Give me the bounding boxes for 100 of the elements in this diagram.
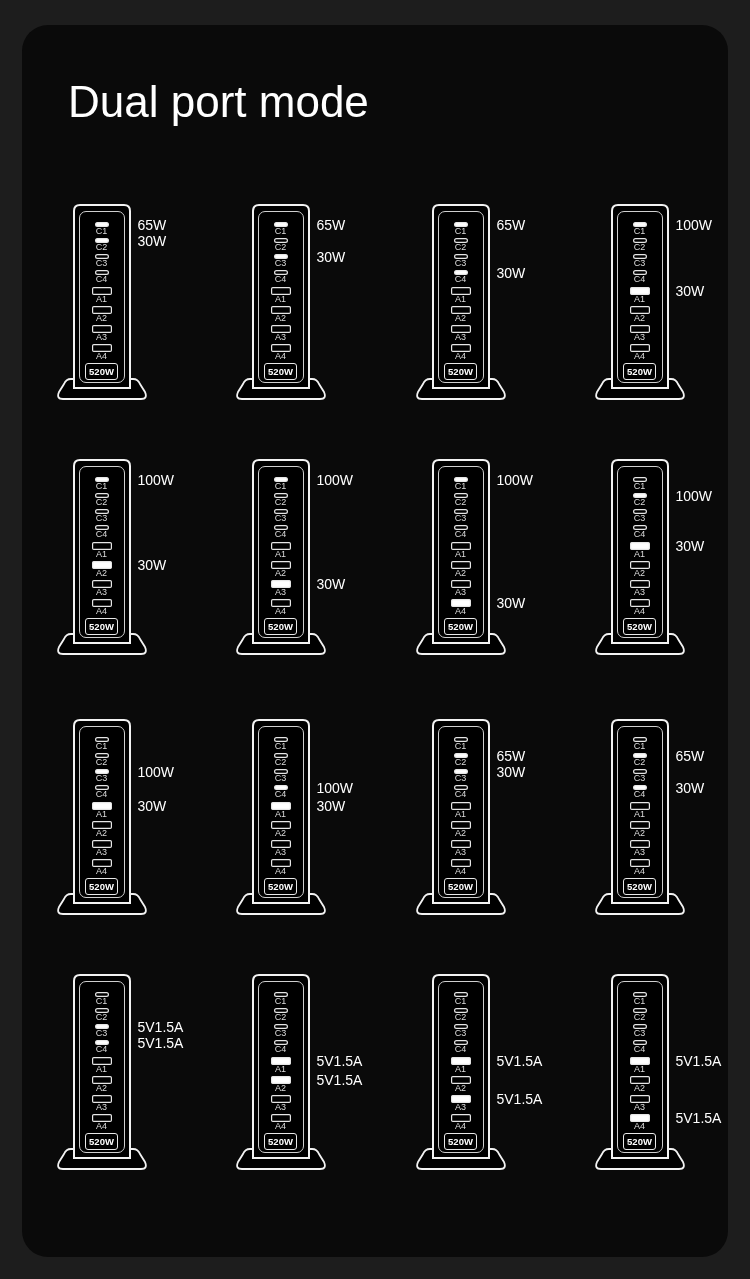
power-rating: 5V1.5A (137, 1018, 184, 1035)
port-label: A4 (95, 866, 108, 876)
port-label: A1 (454, 549, 467, 559)
power-rating: 100W (675, 216, 713, 233)
port-label: C4 (273, 1045, 288, 1054)
power-rating: 30W (675, 537, 705, 554)
power-rating: 65W (675, 747, 705, 764)
power-display: 520W (444, 877, 477, 895)
port-label: C4 (453, 530, 468, 539)
port-label: A4 (274, 606, 287, 616)
power-display: 520W (444, 617, 477, 635)
port-label: A1 (274, 1064, 287, 1074)
port-label: C2 (453, 243, 468, 252)
port-label: C4 (94, 790, 109, 799)
port-label: C1 (94, 227, 109, 236)
power-display: 520W (85, 877, 118, 895)
port-label: A4 (633, 1121, 646, 1131)
power-display: 520W (264, 1132, 297, 1150)
power-rating: 100W (137, 763, 175, 780)
power-rating: 65W (316, 216, 346, 233)
power-display: 520W (264, 362, 297, 380)
power-rating: 30W (496, 763, 526, 780)
port-label: A1 (454, 1064, 467, 1074)
port-label: A1 (95, 809, 108, 819)
port-label: C3 (632, 514, 647, 523)
port-label: C1 (273, 227, 288, 236)
port-label: A2 (454, 568, 467, 578)
port-label: C3 (453, 514, 468, 523)
port-label: C4 (453, 275, 468, 284)
power-rating: 30W (675, 282, 705, 299)
port-label: C1 (273, 482, 288, 491)
port-label: A1 (274, 549, 287, 559)
port-label: A4 (454, 866, 467, 876)
port-label: C3 (632, 774, 647, 783)
power-display: 520W (85, 362, 118, 380)
power-rating: 30W (316, 248, 346, 265)
port-label: A1 (633, 294, 646, 304)
power-rating: 5V1.5A (496, 1090, 543, 1107)
port-label: A2 (454, 313, 467, 323)
port-label: A3 (274, 332, 287, 342)
port-label: C3 (94, 259, 109, 268)
power-display: 520W (264, 877, 297, 895)
port-label: A3 (633, 847, 646, 857)
port-label: A1 (274, 809, 287, 819)
port-label: C1 (273, 997, 288, 1006)
port-label: A1 (274, 294, 287, 304)
port-label: C1 (453, 742, 468, 751)
port-label: C3 (273, 259, 288, 268)
power-display: 520W (623, 1132, 656, 1150)
port-label: C1 (453, 997, 468, 1006)
port-label: C1 (453, 482, 468, 491)
port-label: A2 (274, 1083, 287, 1093)
port-label: A2 (454, 828, 467, 838)
port-label: A1 (95, 1064, 108, 1074)
port-label: A2 (95, 568, 108, 578)
power-rating: 100W (137, 471, 175, 488)
port-label: A1 (95, 549, 108, 559)
power-rating: 5V1.5A (137, 1034, 184, 1051)
port-label: C4 (273, 275, 288, 284)
port-label: C1 (94, 742, 109, 751)
port-label: C4 (632, 790, 647, 799)
port-label: A4 (454, 1121, 467, 1131)
port-label: A3 (633, 332, 646, 342)
port-label: C2 (453, 498, 468, 507)
port-label: C2 (94, 498, 109, 507)
port-label: A4 (633, 606, 646, 616)
port-label: C2 (94, 758, 109, 767)
port-label: A3 (95, 587, 108, 597)
port-label: C4 (453, 790, 468, 799)
port-label: A3 (95, 1102, 108, 1112)
power-rating: 30W (137, 232, 167, 249)
port-label: A3 (454, 847, 467, 857)
port-label: A2 (633, 828, 646, 838)
port-label: A2 (633, 1083, 646, 1093)
power-display: 520W (623, 877, 656, 895)
port-label: C4 (453, 1045, 468, 1054)
power-rating: 100W (316, 471, 354, 488)
port-label: C4 (632, 275, 647, 284)
port-label: A2 (633, 313, 646, 323)
power-rating: 5V1.5A (675, 1109, 722, 1126)
port-label: C1 (94, 997, 109, 1006)
power-rating: 65W (137, 216, 167, 233)
port-label: C4 (273, 790, 288, 799)
port-label: A1 (633, 549, 646, 559)
power-rating: 5V1.5A (675, 1052, 722, 1069)
port-label: A2 (274, 828, 287, 838)
power-rating: 30W (675, 779, 705, 796)
port-label: C3 (94, 1029, 109, 1038)
port-label: C4 (632, 1045, 647, 1054)
power-display: 520W (444, 362, 477, 380)
port-label: C2 (453, 1013, 468, 1022)
port-label: A4 (95, 1121, 108, 1131)
power-rating: 30W (496, 264, 526, 281)
port-label: A4 (274, 351, 287, 361)
port-label: A1 (633, 809, 646, 819)
port-label: A3 (454, 1102, 467, 1112)
power-rating: 30W (316, 797, 346, 814)
port-label: C2 (273, 1013, 288, 1022)
port-label: C3 (94, 514, 109, 523)
port-label: A3 (274, 847, 287, 857)
